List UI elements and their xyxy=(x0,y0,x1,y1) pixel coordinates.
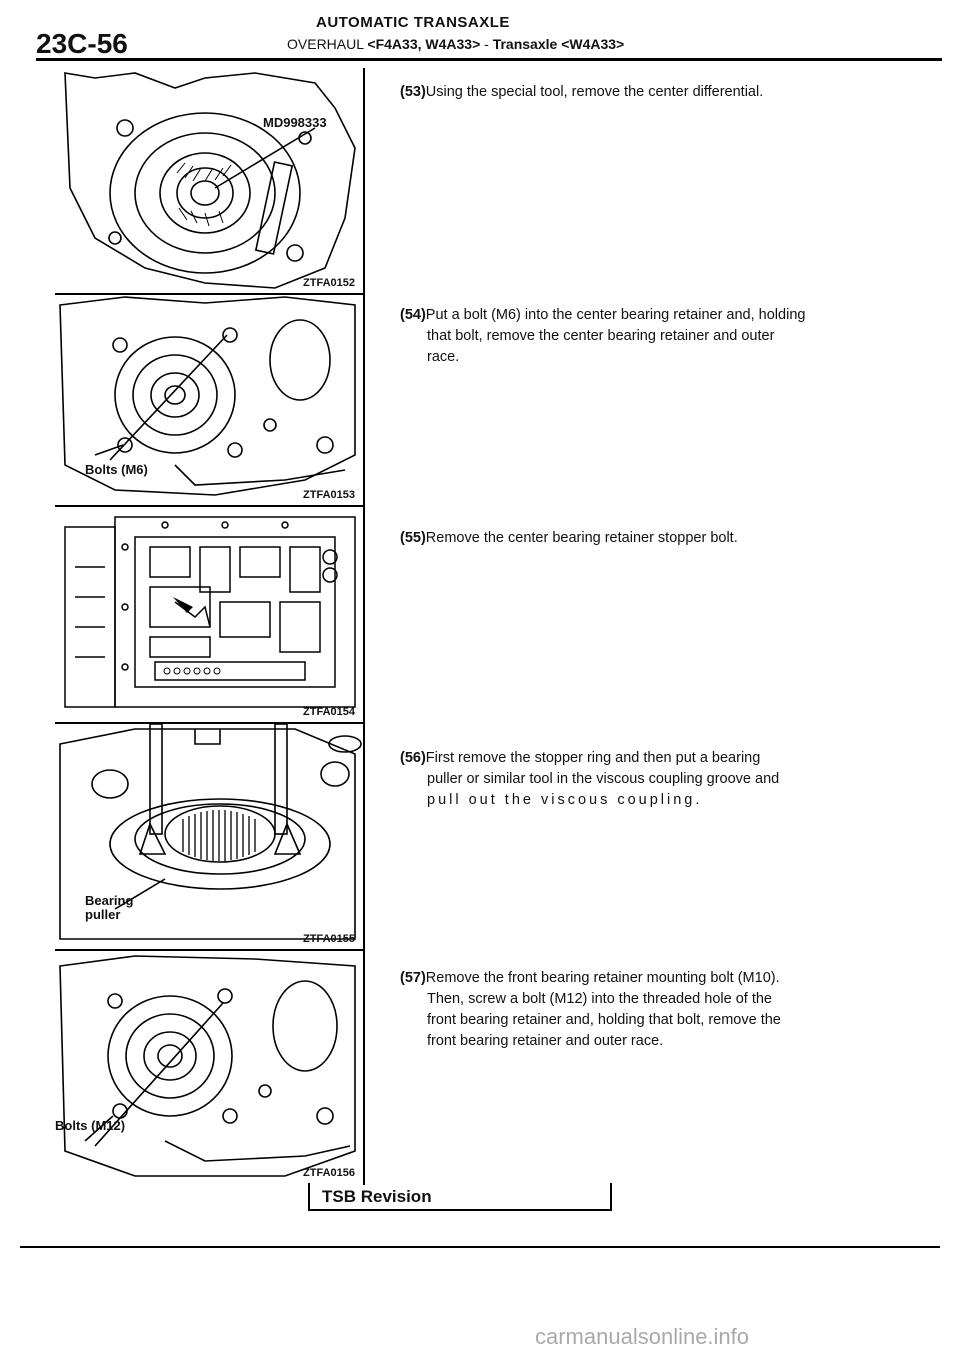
step-53: (53)Using the special tool, remove the c… xyxy=(400,82,870,103)
center-differential-illustration xyxy=(64,72,356,289)
section-subtitle: OVERHAUL <F4A33, W4A33> - Transaxle <W4A… xyxy=(287,36,624,52)
tsb-revision-label: TSB Revision xyxy=(322,1187,432,1206)
step-text: Put a bolt (M6) into the center bearing … xyxy=(425,307,806,323)
figure-code: ZTFA0156 xyxy=(303,1167,355,1179)
step-number: (57) xyxy=(400,970,426,986)
viscous-coupling-illustration xyxy=(59,724,362,940)
bearing-puller-label: Bearing puller xyxy=(85,894,133,922)
subtitle-sep: - xyxy=(480,36,493,52)
step-text-line: race. xyxy=(427,349,460,365)
figure-ztfa0152: MD998333 ZTFA0152 xyxy=(55,68,363,295)
center-bearing-retainer-illustration xyxy=(59,296,356,496)
section-title: AUTOMATIC TRANSAXLE xyxy=(316,14,510,31)
watermark[interactable]: carmanualsonline.info xyxy=(535,1324,750,1349)
page-number: 23C-56 xyxy=(36,28,128,59)
figure-ztfa0153: Bolts (M6) ZTFA0153 xyxy=(55,295,363,507)
step-number: (54) xyxy=(400,307,426,323)
figure-code: ZTFA0154 xyxy=(303,706,355,718)
figure-ztfa0155: Bearing puller ZTFA0155 xyxy=(55,724,363,951)
step-text: Using the special tool, remove the cente… xyxy=(425,84,764,100)
step-text-line: pull out the viscous coupling. xyxy=(427,792,703,808)
bolts-m12-label: Bolts (M12) xyxy=(55,1118,126,1133)
retainer-stopper-bolt-illustration xyxy=(64,516,356,708)
front-bearing-retainer-illustration xyxy=(59,955,356,1177)
tool-label: MD998333 xyxy=(263,115,327,130)
step-56: (56)First remove the stopper ring and th… xyxy=(400,748,870,811)
bearing-puller-label-line2: puller xyxy=(85,907,121,922)
step-57: (57)Remove the front bearing retainer mo… xyxy=(400,968,870,1052)
step-54: (54)Put a bolt (M6) into the center bear… xyxy=(400,305,870,368)
bearing-puller-label-line1: Bearing xyxy=(85,893,134,908)
figure-code: ZTFA0152 xyxy=(303,277,355,289)
figure-ztfa0154: ZTFA0154 xyxy=(55,507,363,724)
step-text: Remove the front bearing retainer mounti… xyxy=(425,970,780,986)
figure-code: ZTFA0153 xyxy=(303,489,355,501)
figure-code: ZTFA0155 xyxy=(303,933,355,945)
header-rule xyxy=(36,58,942,61)
bolts-m6-label: Bolts (M6) xyxy=(85,462,148,477)
footer-rule xyxy=(20,1246,940,1248)
step-text: First remove the stopper ring and then p… xyxy=(425,750,761,766)
step-text-line: front bearing retainer and, holding that… xyxy=(427,1012,781,1028)
step-number: (56) xyxy=(400,750,426,766)
tsb-revision-box: TSB Revision xyxy=(308,1183,612,1211)
subtitle-models: <F4A33, W4A33> xyxy=(367,36,481,52)
step-number: (55) xyxy=(400,530,426,546)
step-55: (55)Remove the center bearing retainer s… xyxy=(400,528,870,549)
figure-column: MD998333 ZTFA0152 Bolts (M6) ZTFA0153 xyxy=(55,68,365,1185)
step-text: Remove the center bearing retainer stopp… xyxy=(425,530,738,546)
step-number: (53) xyxy=(400,84,426,100)
figure-ztfa0156: Bolts (M12) ZTFA0156 xyxy=(55,951,363,1183)
subtitle-prefix: OVERHAUL xyxy=(287,36,364,52)
step-text-line: that bolt, remove the center bearing ret… xyxy=(427,328,775,344)
step-text-line: puller or similar tool in the viscous co… xyxy=(427,771,780,787)
step-text-line: Then, screw a bolt (M12) into the thread… xyxy=(427,991,772,1007)
step-text-line: front bearing retainer and outer race. xyxy=(427,1033,664,1049)
subtitle-transaxle: Transaxle <W4A33> xyxy=(492,36,625,52)
